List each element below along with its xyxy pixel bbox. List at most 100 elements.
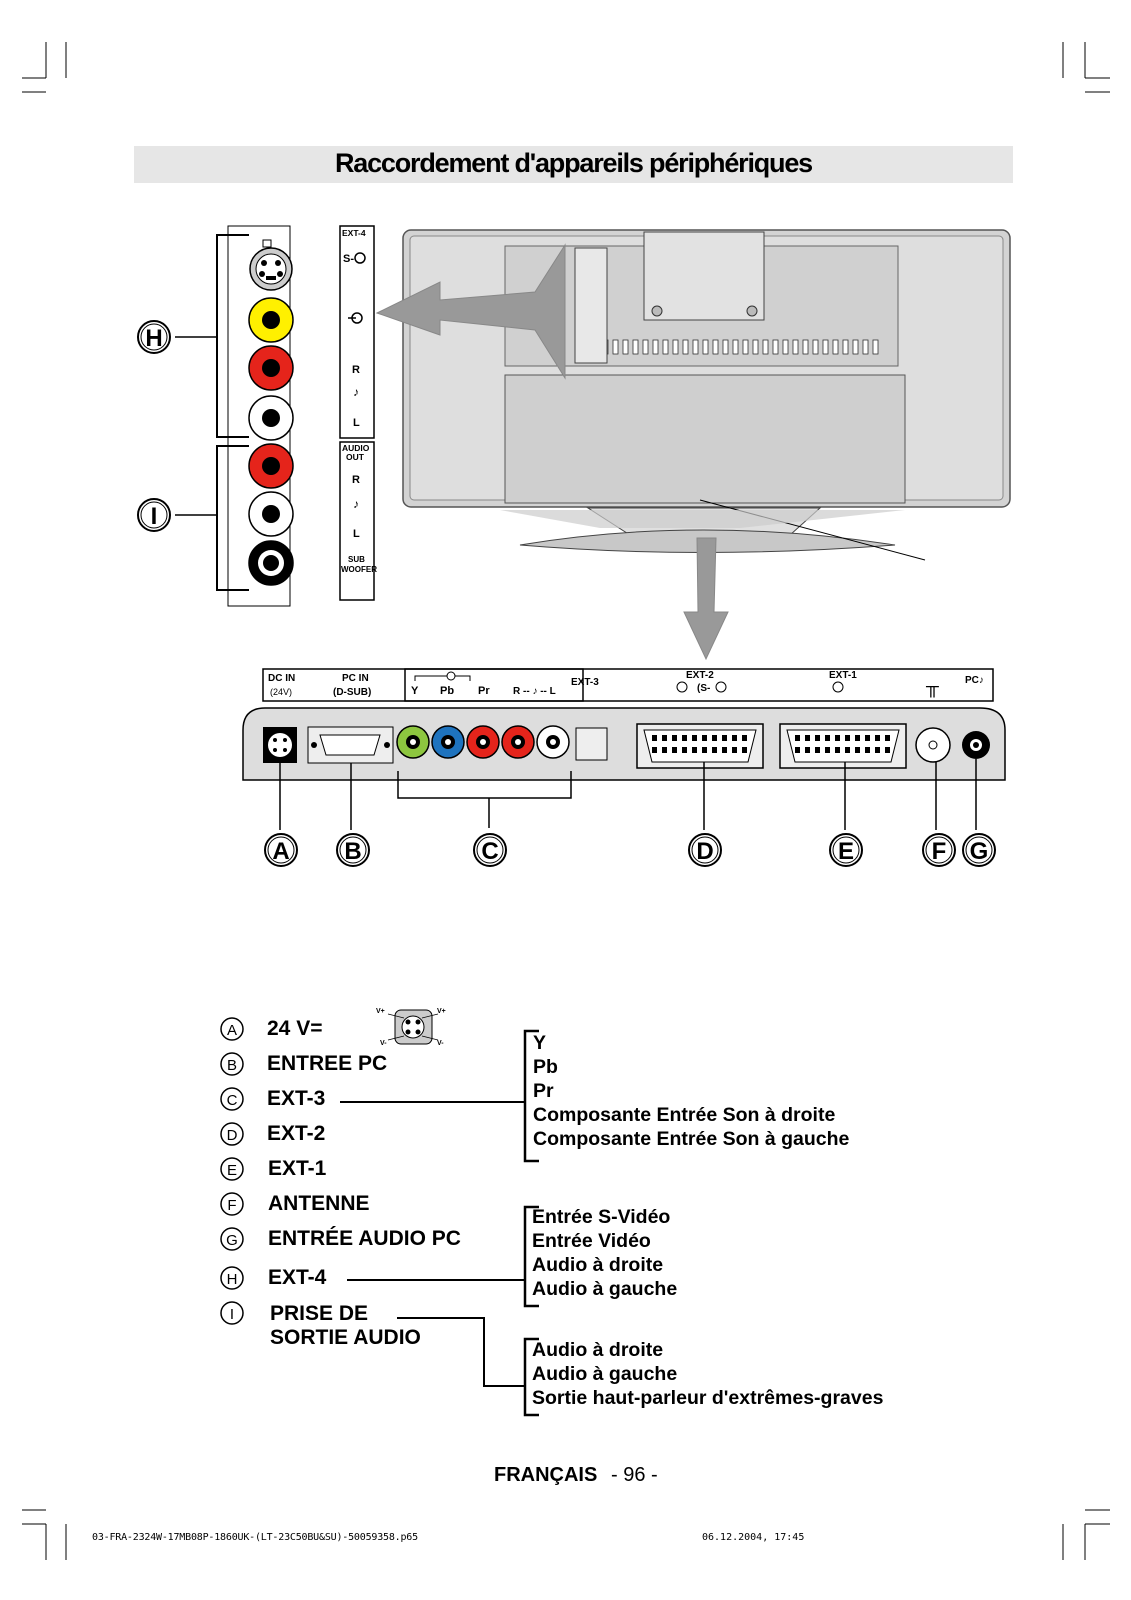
svg-text:♪: ♪ <box>353 385 359 399</box>
svg-text:D: D <box>696 838 713 865</box>
legend-c-label: EXT-3 <box>267 1087 326 1110</box>
component-pb-jack <box>431 725 465 759</box>
svideo-label: S- <box>343 253 354 265</box>
legend-f-label: ANTENNE <box>268 1192 370 1215</box>
legend-b-label: ENTREE PC <box>267 1052 388 1075</box>
legend-bullet-e: E <box>220 1157 244 1181</box>
svideo-jack <box>249 239 293 291</box>
svg-text:C: C <box>227 1092 238 1109</box>
ext3-pr-label: Pr <box>478 685 490 697</box>
legend-d-label: EXT-2 <box>267 1122 326 1145</box>
svg-text:B: B <box>344 838 361 865</box>
svg-text:H: H <box>145 325 162 352</box>
ext3-label: EXT-3 <box>571 677 599 688</box>
ext4-item-left: Audio à gauche <box>532 1278 678 1300</box>
pc-audio-label: PC♪ <box>965 675 984 686</box>
svg-text:F: F <box>932 838 947 865</box>
dc-in-voltage: (24V) <box>270 687 292 697</box>
svg-text:B: B <box>227 1057 237 1074</box>
legend-a-label: 24 V= <box>267 1017 323 1040</box>
ext4-item-video: Entrée Vidéo <box>532 1230 651 1252</box>
scart-ext1 <box>779 723 907 769</box>
pc-audio-connector <box>962 731 990 759</box>
legend-g-label: ENTRÉE AUDIO PC <box>268 1227 461 1250</box>
audio-l-jack-white <box>248 395 294 441</box>
svg-text:♪: ♪ <box>353 497 359 511</box>
legend-e-label: EXT-1 <box>268 1157 327 1180</box>
audio-out-r-jack-red <box>248 443 294 489</box>
side-panel: EXT-4 S- R ♪ L AUDIO OUT R ♪ L SUB WOOFE… <box>175 225 377 607</box>
svg-text:H: H <box>227 1271 238 1288</box>
svg-text:G: G <box>226 1232 238 1249</box>
legend-bullet-b: B <box>220 1052 244 1076</box>
audio-out-item-sub: Sortie haut-parleur d'extrêmes-graves <box>532 1387 884 1409</box>
footer-language: FRANÇAIS <box>494 1464 598 1486</box>
ext3-item-pr: Pr <box>533 1080 554 1102</box>
legend-i-label-2: SORTIE AUDIO <box>270 1326 421 1349</box>
subwoofer-label-2: WOOFER <box>341 565 377 574</box>
crop-marks <box>22 42 1110 1560</box>
ext4-item-svideo: Entrée S-Vidéo <box>532 1206 671 1228</box>
svg-text:C: C <box>481 838 498 865</box>
rear-panel-labels: DC IN (24V) PC IN (D-SUB) Y Pb Pr R -- ♪… <box>262 668 994 702</box>
svg-text:D: D <box>227 1127 238 1144</box>
side-l2-label: L <box>353 528 360 540</box>
ext2-sub-label: (S- <box>697 683 710 694</box>
legend-bullet-i: I <box>220 1301 244 1325</box>
ext3-item-y: Y <box>533 1032 547 1054</box>
legend-bullet-g: G <box>220 1227 244 1251</box>
side-r-label: R <box>352 364 360 376</box>
svg-text:A: A <box>272 838 289 865</box>
ext2-label: EXT-2 <box>686 670 714 681</box>
svg-text:I: I <box>230 1306 234 1323</box>
dsub-connector <box>307 726 394 764</box>
pin-label-3: V- <box>380 1040 387 1047</box>
legend-bullet-h: H <box>220 1266 244 1290</box>
marker-d: D <box>688 833 722 867</box>
component-y-jack <box>396 725 430 759</box>
pc-in-type: (D-SUB) <box>333 687 371 698</box>
ext4-item-right: Audio à droite <box>532 1254 664 1276</box>
subwoofer-label: SUB <box>348 555 365 564</box>
audio-r-jack-red <box>248 345 294 391</box>
side-l-label: L <box>353 417 360 429</box>
marker-e: E <box>829 833 863 867</box>
svg-text:E: E <box>838 838 854 865</box>
footer-page-number: - 96 - <box>611 1464 658 1486</box>
svg-text:I: I <box>151 503 158 530</box>
marker-c: C <box>473 833 507 867</box>
ext3-item-pb: Pb <box>533 1056 558 1078</box>
ext3-pb-label: Pb <box>440 685 454 697</box>
legend-bullet-a: A <box>220 1017 244 1041</box>
marker-b: B <box>336 833 370 867</box>
tv-rear-illustration <box>375 229 1011 661</box>
antenna-connector <box>915 727 951 763</box>
antenna-icon: ╥ <box>925 676 939 698</box>
audio-out-l-jack-white <box>248 491 294 537</box>
footer-filename: 03-FRA-2324W-17MB08P-1860UK-(LT-23C50BU&… <box>92 1532 418 1543</box>
ext3-y-label: Y <box>411 685 419 697</box>
ext3-rl-label: R -- ♪ -- L <box>513 686 556 697</box>
component-audio-r-jack <box>501 725 535 759</box>
rear-panel-connectors <box>242 707 1006 830</box>
ext3-item-left: Composante Entrée Son à gauche <box>533 1128 850 1150</box>
page-title: Raccordement d'appareils périphériques <box>335 148 813 178</box>
subwoofer-jack-black <box>248 540 294 586</box>
legend-i-label: PRISE DE <box>270 1302 369 1325</box>
video-jack-yellow <box>248 297 294 343</box>
ext4-label: EXT-4 <box>342 228 366 238</box>
legend-h-label: EXT-4 <box>268 1266 327 1289</box>
audio-out-item-right: Audio à droite <box>532 1339 664 1361</box>
scart-ext2 <box>636 723 764 769</box>
svg-text:A: A <box>227 1022 237 1039</box>
pin-label-2: V+ <box>437 1008 446 1015</box>
footer-date: 06.12.2004, 17:45 <box>702 1532 805 1543</box>
legend-bullet-c: C <box>220 1087 244 1111</box>
marker-i: I <box>137 498 171 532</box>
audio-out-label: AUDIO <box>342 443 370 453</box>
ext3-item-right: Composante Entrée Son à droite <box>533 1104 836 1126</box>
component-audio-l-jack <box>536 725 570 759</box>
title-bar <box>134 146 1013 183</box>
marker-f: F <box>922 833 956 867</box>
